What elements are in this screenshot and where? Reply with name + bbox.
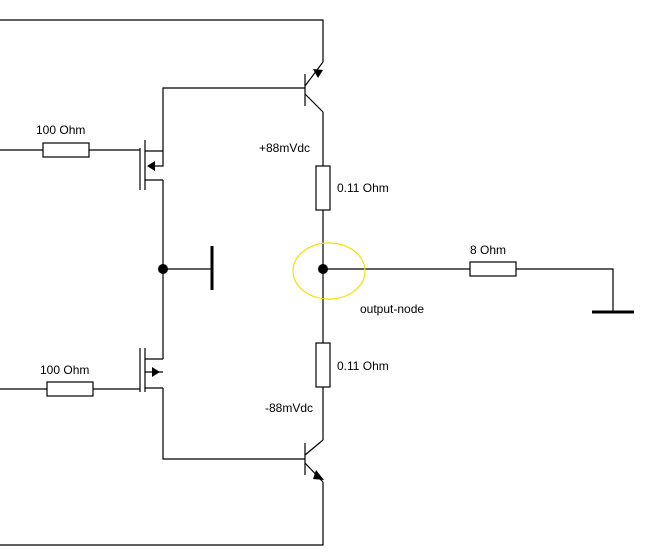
bottom-gate-resistor-label: 100 Ohm (40, 363, 89, 377)
output-column: 0.11 Ohm 0.11 Ohm (315, 112, 389, 440)
load-resistor-label: 8 Ohm (470, 243, 506, 257)
bottom-bipolar-transistor (304, 439, 324, 483)
bottom-gate-resistor (46, 381, 94, 397)
bottom-emitter-resistor-label: 0.11 Ohm (337, 359, 389, 373)
top-emitter-resistor-label: 0.11 Ohm (337, 181, 389, 195)
output-node-label: output-node (360, 302, 424, 316)
bottom-mosfet: 100 Ohm (0, 348, 305, 460)
bottom-emitter-resistor (315, 342, 331, 388)
bottom-voltage-annotation: -88mVdc (265, 401, 313, 415)
top-supply-rail (0, 19, 324, 62)
top-mosfet: 100 Ohm (0, 87, 305, 190)
bottom-supply-rail (0, 482, 324, 546)
load-branch: 8 Ohm (323, 243, 634, 314)
top-voltage-annotation: +88mVdc (259, 141, 310, 155)
top-gate-resistor (42, 142, 90, 158)
top-gate-resistor-label: 100 Ohm (36, 123, 85, 137)
load-resistor (469, 261, 517, 277)
top-bipolar-transistor (304, 61, 324, 113)
bias-node (158, 180, 214, 359)
output-node-highlight (292, 242, 366, 300)
top-emitter-resistor (315, 165, 331, 211)
